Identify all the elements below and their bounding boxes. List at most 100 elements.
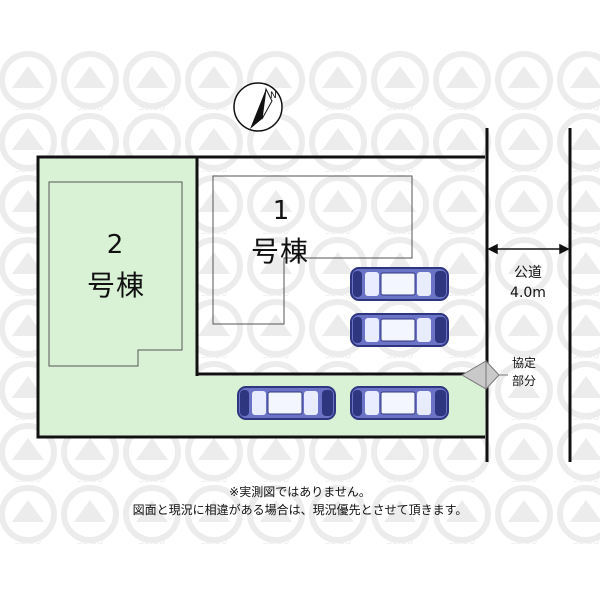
svg-text:SEIBU: SEIBU — [15, 289, 42, 299]
watermark-emblem: SEIBU — [371, 175, 429, 237]
road-label: 公道 — [514, 265, 542, 281]
svg-text:SEIBU: SEIBU — [387, 227, 414, 237]
svg-text:SEIBU: SEIBU — [201, 351, 228, 361]
svg-text:SEIBU: SEIBU — [201, 227, 228, 237]
watermark-emblem: SEIBU — [495, 51, 553, 113]
svg-text:SEIBU: SEIBU — [139, 103, 166, 113]
building-1-footprint — [212, 175, 413, 325]
svg-text:SEIBU: SEIBU — [511, 289, 538, 299]
building-2-footprint — [48, 181, 183, 367]
svg-text:SEIBU: SEIBU — [573, 289, 600, 299]
car — [237, 386, 336, 420]
svg-text:SEIBU: SEIBU — [263, 289, 290, 299]
svg-text:SEIBU: SEIBU — [325, 475, 352, 485]
svg-text:SEIBU: SEIBU — [387, 351, 414, 361]
car — [350, 386, 449, 420]
agreement-label-line2: 部分 — [511, 374, 536, 388]
watermark-emblem: SEIBU — [495, 237, 553, 299]
svg-text:SEIBU: SEIBU — [263, 537, 290, 547]
svg-text:SEIBU: SEIBU — [15, 165, 42, 175]
svg-text:SEIBU: SEIBU — [511, 475, 538, 485]
svg-text:SEIBU: SEIBU — [263, 227, 290, 237]
svg-text:SEIBU: SEIBU — [201, 475, 228, 485]
svg-text:SEIBU: SEIBU — [573, 165, 600, 175]
svg-text:SEIBU: SEIBU — [449, 351, 476, 361]
svg-text:SEIBU: SEIBU — [449, 537, 476, 547]
road-width-label: 4.0m — [510, 285, 546, 301]
watermark-emblem: SEIBU — [371, 113, 429, 175]
agreement-marker — [461, 360, 508, 390]
svg-text:SEIBU: SEIBU — [77, 475, 104, 485]
svg-text:SEIBU: SEIBU — [325, 537, 352, 547]
svg-text:SEIBU: SEIBU — [511, 351, 538, 361]
watermark-emblem: SEIBU — [495, 485, 553, 547]
svg-text:SEIBU: SEIBU — [77, 537, 104, 547]
watermark-emblem: SEIBU — [495, 175, 553, 237]
svg-text:SEIBU: SEIBU — [325, 165, 352, 175]
svg-text:SEIBU: SEIBU — [449, 289, 476, 299]
svg-text:SEIBU: SEIBU — [201, 289, 228, 299]
svg-text:SEIBU: SEIBU — [139, 537, 166, 547]
svg-text:SEIBU: SEIBU — [573, 475, 600, 485]
watermark-emblem: SEIBU — [123, 485, 181, 547]
watermark-emblem: SEIBU — [557, 299, 600, 361]
svg-text:SEIBU: SEIBU — [139, 475, 166, 485]
watermark-emblem: SEIBU — [61, 51, 119, 113]
svg-text:SEIBU: SEIBU — [387, 103, 414, 113]
svg-text:SEIBU: SEIBU — [325, 227, 352, 237]
disclaimer-line-2: 図面と現況に相違がある場合は、現況優先とさせて頂きます。 — [132, 503, 468, 517]
svg-text:SEIBU: SEIBU — [77, 103, 104, 113]
watermark-emblem: SEIBU — [495, 361, 553, 423]
disclaimer-line-1: ※実測図ではありません。 — [229, 485, 371, 499]
watermark-emblem: SEIBU — [309, 237, 367, 299]
car — [350, 313, 449, 347]
watermark-emblem: SEIBU — [495, 299, 553, 361]
building-1-number: 1 — [272, 196, 290, 226]
svg-text:SEIBU: SEIBU — [15, 475, 42, 485]
watermark-emblem: SEIBU — [557, 361, 600, 423]
watermark-emblem: SEIBU — [309, 485, 367, 547]
svg-text:SEIBU: SEIBU — [263, 165, 290, 175]
svg-text:SEIBU: SEIBU — [511, 537, 538, 547]
watermark-emblem: SEIBU — [371, 51, 429, 113]
svg-text:SEIBU: SEIBU — [325, 289, 352, 299]
svg-text:SEIBU: SEIBU — [573, 227, 600, 237]
svg-text:SEIBU: SEIBU — [387, 475, 414, 485]
watermark-emblem: SEIBU — [309, 175, 367, 237]
lot-2-area — [38, 157, 485, 437]
watermark-emblem: SEIBU — [433, 485, 491, 547]
svg-text:SEIBU: SEIBU — [511, 165, 538, 175]
car — [350, 267, 449, 301]
watermark-emblem: SEIBU — [557, 51, 600, 113]
watermark-emblem: SEIBU — [433, 51, 491, 113]
svg-text:SEIBU: SEIBU — [201, 165, 228, 175]
svg-text:SEIBU: SEIBU — [387, 165, 414, 175]
svg-text:SEIBU: SEIBU — [511, 413, 538, 423]
watermark-emblem: SEIBU — [309, 113, 367, 175]
watermark-emblem: SEIBU — [495, 113, 553, 175]
watermark-emblem: SEIBU — [123, 51, 181, 113]
svg-text:SEIBU: SEIBU — [449, 475, 476, 485]
watermark-emblem: SEIBU — [0, 423, 57, 485]
agreement-label-line1: 協定 — [511, 356, 536, 370]
watermark-emblem: SEIBU — [433, 175, 491, 237]
svg-text:SEIBU: SEIBU — [449, 165, 476, 175]
svg-text:SEIBU: SEIBU — [449, 103, 476, 113]
watermark-emblem: SEIBU — [0, 113, 57, 175]
watermark-emblem: SEIBU — [0, 485, 57, 547]
road-width-dimension — [487, 243, 570, 255]
svg-text:SEIBU: SEIBU — [573, 413, 600, 423]
watermark-emblem: SEIBU — [309, 51, 367, 113]
svg-text:SEIBU: SEIBU — [201, 103, 228, 113]
watermark-emblem: SEIBU — [433, 113, 491, 175]
watermark-emblem: SEIBU — [557, 237, 600, 299]
north-compass: N — [233, 82, 283, 132]
watermark-emblem: SEIBU — [185, 485, 243, 547]
svg-text:SEIBU: SEIBU — [263, 351, 290, 361]
watermark-emblem: SEIBU — [557, 175, 600, 237]
building-1-name: 号棟 — [250, 235, 309, 268]
svg-text:SEIBU: SEIBU — [201, 537, 228, 547]
watermark-emblem: SEIBU — [185, 113, 243, 175]
watermark-emblem: SEIBU — [0, 51, 57, 113]
